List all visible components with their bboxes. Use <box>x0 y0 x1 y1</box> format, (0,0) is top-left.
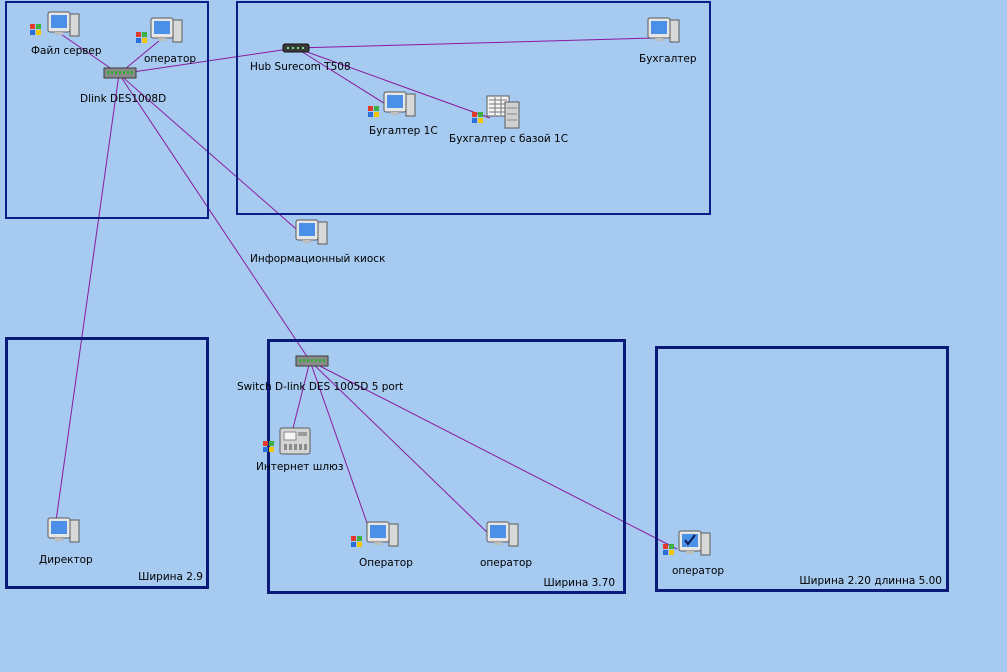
link-dlink-des1008d-director <box>54 73 120 529</box>
device-info-kiosk[interactable] <box>295 218 330 248</box>
room-bottom-left: Ширина 2.9 <box>5 337 209 589</box>
device-label-switch-dlink-1005d: Switch D-link DES 1005D 5 port <box>237 381 404 393</box>
link-hub-surecom-accountant <box>295 37 656 49</box>
device-label-info-kiosk: Информационный киоск <box>250 253 386 265</box>
windows-pc-icon <box>136 17 183 43</box>
device-director[interactable] <box>47 516 82 546</box>
pc-icon <box>486 521 519 547</box>
switch-icon <box>295 355 329 367</box>
device-label-internet-gateway: Интернет шлюз <box>256 461 344 473</box>
windows-pc-icon <box>368 91 416 117</box>
device-label-accountant: Бухгалтер <box>639 53 697 65</box>
pc-icon <box>295 219 328 245</box>
link-dlink-des1008d-info-kiosk <box>118 73 304 236</box>
link-dlink-des1008d-switch-dlink-1005d <box>118 73 311 362</box>
link-switch-dlink-1005d-operator-mid-1 <box>309 360 374 541</box>
device-label-director: Директор <box>39 554 93 566</box>
device-label-operator-right: оператор <box>672 565 725 577</box>
pc-icon <box>47 517 80 543</box>
link-hub-surecom-accountant-1c <box>295 47 396 111</box>
device-dlink-des1008d[interactable] <box>103 66 137 80</box>
device-switch-dlink-1005d[interactable] <box>295 354 329 368</box>
device-accountant[interactable] <box>647 16 682 46</box>
windows-gateway-icon <box>263 427 311 455</box>
room-caption: Ширина 3.70 <box>543 577 615 589</box>
switch-icon <box>103 67 137 79</box>
device-label-file-server: Файл сервер <box>31 45 102 57</box>
device-hub-surecom[interactable] <box>282 42 310 54</box>
device-label-accountant-1c: Бугалтер 1С <box>369 125 438 137</box>
device-label-operator-mid-2: оператор <box>480 557 533 569</box>
device-file-server[interactable] <box>30 10 82 40</box>
device-label-dlink-des1008d: Dlink DES1008D <box>80 93 167 105</box>
hub-icon <box>282 43 310 53</box>
windows-pc-icon <box>351 521 399 547</box>
room-top-left <box>5 1 209 219</box>
windows-pc-icon <box>30 11 80 37</box>
windows-pc-checkmark-icon <box>663 530 711 556</box>
device-accountant-1c[interactable] <box>368 90 420 120</box>
link-switch-dlink-1005d-operator-right <box>309 360 678 550</box>
device-operator-mid-2[interactable] <box>486 520 521 550</box>
device-accountant-db-1c[interactable] <box>472 95 522 129</box>
link-switch-dlink-1005d-internet-gateway <box>289 360 311 441</box>
device-label-operator-top: оператор <box>144 53 197 65</box>
link-switch-dlink-1005d-operator-mid-2 <box>309 360 494 539</box>
device-label-accountant-db-1c: Бухгалтер с базой 1С <box>449 133 569 145</box>
device-operator-top[interactable] <box>136 16 188 46</box>
windows-server-icon <box>472 95 520 129</box>
link-hub-surecom-accountant-db-1c <box>295 47 491 119</box>
device-label-hub-surecom: Hub Surecom T508 <box>250 61 351 73</box>
room-caption: Ширина 2.20 длинна 5.00 <box>799 575 942 587</box>
device-label-operator-mid-1: Оператор <box>359 557 413 569</box>
device-operator-mid-1[interactable] <box>351 520 403 550</box>
link-dlink-des1008d-file-server <box>54 29 120 75</box>
room-caption: Ширина 2.9 <box>138 571 203 583</box>
room-bottom-right: Ширина 2.20 длинна 5.00 <box>655 346 949 592</box>
pc-icon <box>647 17 680 43</box>
room-top-right <box>236 1 711 215</box>
room-bottom-middle: Ширина 3.70 <box>267 339 626 594</box>
device-internet-gateway[interactable] <box>263 426 313 456</box>
device-operator-right[interactable] <box>663 529 715 559</box>
